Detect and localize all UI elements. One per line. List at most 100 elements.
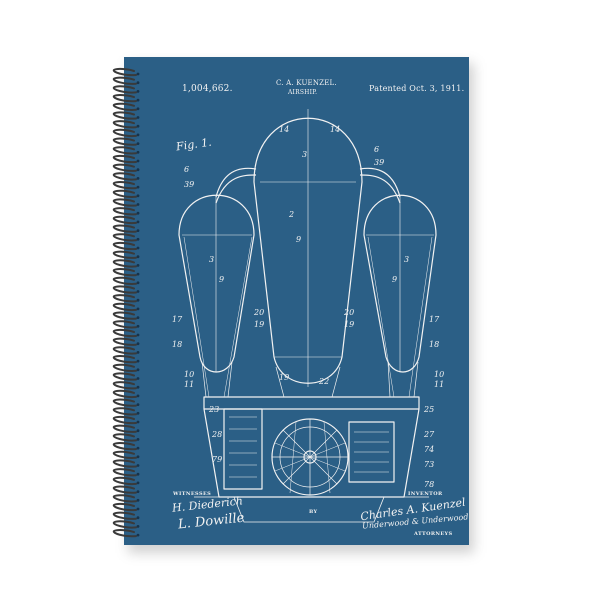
svg-text:11: 11 [184,380,194,389]
binding-hole [136,490,140,493]
spiral-coil [112,146,137,155]
svg-text:39: 39 [184,180,194,189]
spiral-coil [112,294,137,303]
spiral-coil [112,415,137,425]
spiral-coil [112,381,137,390]
svg-text:17: 17 [172,315,183,324]
spiral-coil [112,468,137,477]
binding-hole [136,220,140,224]
spiral-coil [112,241,137,251]
binding-hole [136,246,140,250]
spiral-coil [112,198,137,207]
svg-text:73: 73 [424,460,434,469]
svg-text:20: 20 [253,308,264,317]
spiral-coil [112,102,137,111]
binding-hole [136,203,140,206]
binding-hole [136,81,140,85]
spiral-coil [112,181,137,190]
svg-text:18: 18 [172,340,182,349]
binding-hole [136,472,140,476]
binding-hole [136,377,140,380]
binding-hole [136,351,140,354]
spiral-coil [112,502,137,512]
svg-text:6: 6 [374,145,379,154]
spiral-coil [112,207,137,216]
binding-hole [136,194,140,198]
spiral-coil [112,459,137,468]
spiral-coil [112,189,137,198]
spiral-coil [112,389,137,399]
spiral-coil [112,320,137,329]
binding-hole [136,142,140,146]
binding-hole [136,107,140,111]
spiral-coil [112,233,137,242]
binding-hole [136,342,140,346]
binding-hole [136,420,140,424]
spiral-coil [112,259,137,268]
svg-text:11: 11 [434,380,444,389]
svg-text:9: 9 [296,235,301,244]
spiral-coil [112,85,137,94]
binding-hole [136,411,140,415]
svg-text:10: 10 [184,370,194,379]
binding-hole [136,368,140,372]
binding-hole [136,516,140,520]
svg-text:19: 19 [254,320,264,329]
svg-text:79: 79 [212,455,222,464]
svg-text:39: 39 [374,158,384,167]
svg-text:3: 3 [302,150,307,159]
spiral-coil [112,442,137,451]
gondola-frame [203,396,420,410]
spiral-coil [112,224,137,233]
spiral-coil [112,276,137,285]
spiral-coil [112,250,137,259]
binding-hole [136,507,140,511]
binding-hole [136,185,140,189]
spiral-binding [112,67,140,538]
svg-text:19: 19 [344,320,354,329]
svg-text:3: 3 [209,255,214,264]
binding-hole [136,116,140,119]
svg-text:6: 6 [184,165,189,174]
spiral-coil [112,511,137,520]
spiral-coil [112,346,137,355]
spiral-coil [112,355,137,364]
svg-text:19: 19 [279,373,289,382]
spiral-coil [112,154,137,164]
binding-hole [136,133,140,137]
spiral-coil [112,328,137,338]
binding-hole [136,159,140,163]
svg-text:23: 23 [208,405,219,414]
patent-date: Patented Oct. 3, 1911. [369,84,465,93]
patent-inventor-header: C. A. KUENZEL. [276,79,337,87]
spiral-coil [112,424,137,433]
spiral-coil [112,111,137,120]
binding-hole [136,90,140,93]
svg-text:18: 18 [429,340,439,349]
binding-hole [136,429,140,433]
spiral-coil [112,172,137,181]
left-balloon [178,194,255,373]
spiral-coil [112,337,137,346]
binding-hole [136,307,140,311]
binding-hole [136,455,140,459]
inventor-label: INVENTOR [408,491,443,497]
spiral-coil [112,163,137,172]
patent-number: 1,004,662. [182,84,233,94]
binding-hole [136,124,140,128]
binding-hole [136,464,140,467]
svg-text:3: 3 [404,255,409,264]
spiral-coil [112,76,137,85]
binding-hole [136,237,140,241]
spiral-coil [112,128,137,138]
svg-text:25: 25 [423,405,434,414]
spiral-notebook-cover [124,57,469,545]
spiral-coil [112,67,137,77]
spiral-coil [112,450,137,459]
binding-hole [136,211,140,215]
binding-hole [136,298,140,302]
spiral-coil [112,407,137,416]
spiral-coil [112,398,137,407]
